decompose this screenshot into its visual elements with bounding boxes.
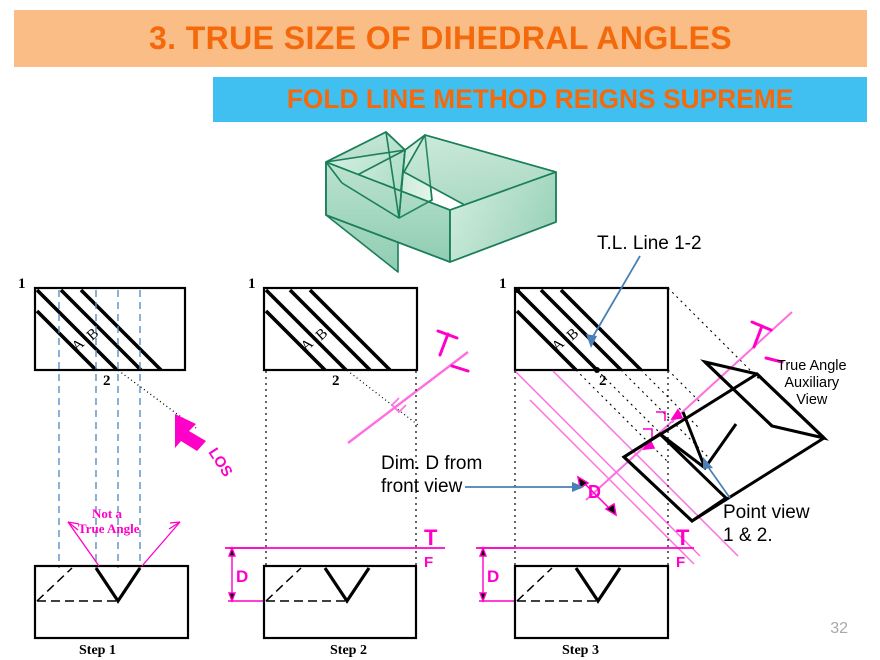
step2-fold-label-T1 <box>436 329 470 373</box>
step3-aux-dim-d <box>576 475 618 517</box>
step3-aux-dim-d-label: D <box>588 482 601 502</box>
step3-dim-d-label: D <box>487 567 499 586</box>
tl-line-callout: T.L. Line 1-2 <box>597 233 702 254</box>
step2-label-1: 1 <box>248 276 256 292</box>
step2-dim-d-label: D <box>236 567 248 586</box>
step3-label-1: 1 <box>499 276 507 292</box>
aux-view-line3: View <box>796 392 828 408</box>
aux-view-line2: Auxiliary <box>784 375 840 391</box>
step3-pointview-leader <box>703 457 731 499</box>
step3-dim-d <box>478 546 515 603</box>
step2-label-2: 2 <box>332 373 340 389</box>
step3-front-view-rect <box>513 564 670 640</box>
step1-label-2: 2 <box>103 373 111 389</box>
step3-label-2: 2 <box>599 373 607 389</box>
step1-label-1: 1 <box>18 276 26 292</box>
step2-fold-label-F: F <box>424 554 433 571</box>
slide-subtitle-banner: FOLD LINE METHOD REIGNS SUPREME <box>213 77 867 122</box>
slide-title: 3. TRUE SIZE OF DIHEDRAL ANGLES <box>148 20 733 56</box>
step2-caption: Step 2 <box>330 643 367 658</box>
dim-d-callout: Dim. D from front view <box>381 452 482 498</box>
step1-not-true-angle-line1: Not a <box>92 506 122 521</box>
step2-fold-label-T: T <box>424 525 438 550</box>
dim-d-callout-line2: front view <box>381 476 463 497</box>
step2-front-view-rect <box>262 564 418 640</box>
step1-not-true-angle-line2: True Angle <box>78 521 140 536</box>
slide-subtitle: FOLD LINE METHOD REIGNS SUPREME <box>286 84 794 114</box>
step3-top-view-rect <box>513 286 670 372</box>
step3-point-1 <box>514 287 520 293</box>
dim-d-callout-line1: Dim. D from <box>381 453 483 474</box>
step3-dimd-leader <box>465 482 584 492</box>
step1-not-true-angle-leaders <box>67 521 181 567</box>
step1-top-view-rect <box>33 286 187 372</box>
step1-front-view-rect <box>33 564 190 640</box>
aux-view-callout: True Angle Auxiliary View <box>777 358 847 409</box>
point-view-callout: Point view 1 & 2. <box>723 501 810 547</box>
step3-caption: Step 3 <box>562 643 599 658</box>
aux-view-line1: True Angle <box>777 358 847 374</box>
step3-fold-label-T: T <box>676 525 690 550</box>
step2-dim-d <box>227 546 264 603</box>
step3-fold-label-F: F <box>676 554 685 571</box>
point-view-line2: 1 & 2. <box>723 525 773 546</box>
step2-top-view-rect <box>262 286 419 372</box>
step3-aux-dim-rails <box>514 370 739 565</box>
point-view-line1: Point view <box>723 502 810 523</box>
slide-title-banner: 3. TRUE SIZE OF DIHEDRAL ANGLES <box>14 10 867 67</box>
step3-fold-line-t1 <box>585 311 793 501</box>
step3-fold-label-T1 <box>750 320 784 364</box>
step1-caption: Step 1 <box>79 643 116 658</box>
step1-los-arrow <box>175 414 206 451</box>
step3-auxiliary-view <box>621 359 829 523</box>
step3-tl-leader <box>586 255 641 348</box>
page-number: 32 <box>830 620 848 637</box>
step2-fold-line-t1 <box>347 351 469 444</box>
